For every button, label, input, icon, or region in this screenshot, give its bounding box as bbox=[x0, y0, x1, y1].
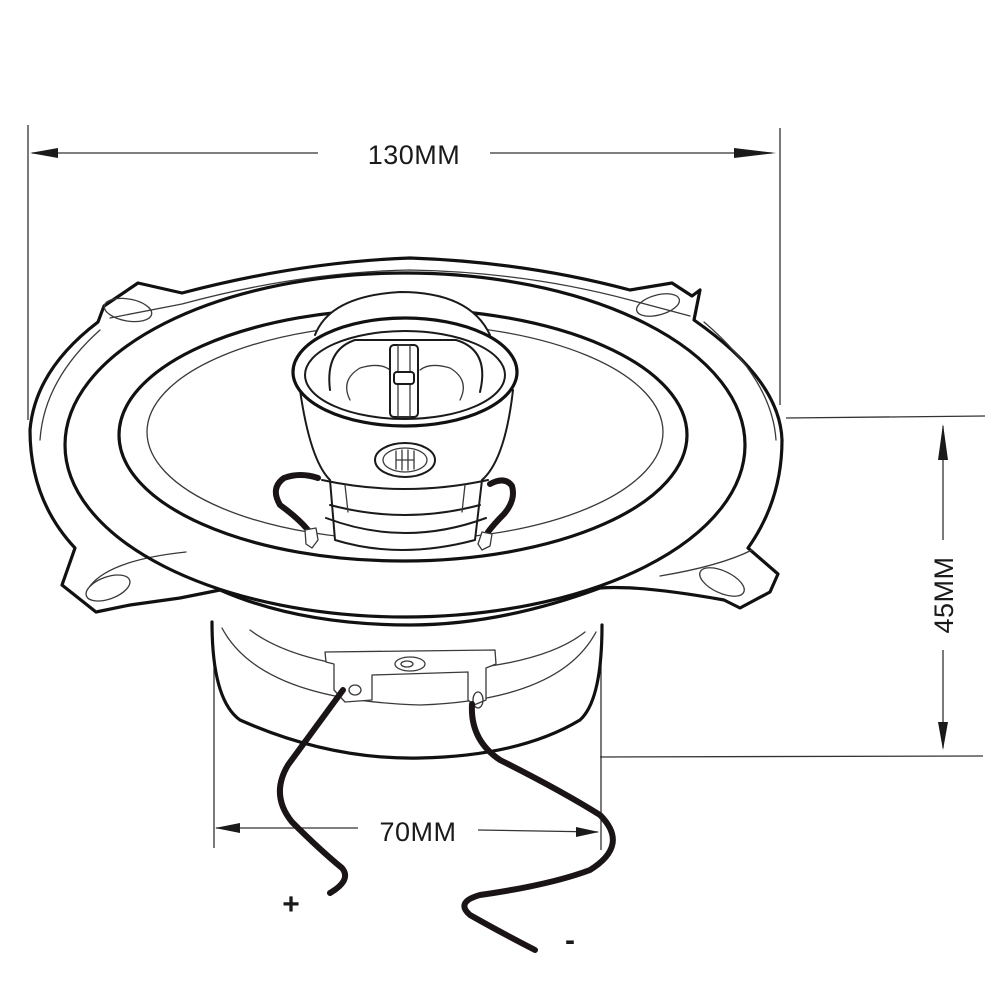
magnet-diameter-label: 70MM bbox=[379, 817, 456, 847]
dimension-130mm: 130MM bbox=[27, 125, 781, 420]
arrow-right-icon bbox=[734, 148, 776, 158]
mount-slot-top-right bbox=[635, 293, 681, 317]
magnet-assembly bbox=[210, 620, 604, 760]
magnet-ring-line bbox=[221, 627, 597, 706]
negative-lead-wire bbox=[461, 701, 616, 953]
dimension-70mm: 70MM bbox=[213, 640, 602, 850]
gasket-ring-outer bbox=[63, 271, 747, 619]
magnet-body bbox=[210, 620, 604, 760]
speaker-leads: + - bbox=[276, 687, 616, 957]
arrow-left-icon bbox=[215, 823, 240, 833]
tweeter-dome-right-lobe bbox=[419, 364, 464, 401]
mount-slot-bottom-left bbox=[85, 574, 131, 602]
terminal-plate bbox=[324, 649, 497, 706]
frame-top-lip bbox=[109, 269, 691, 319]
mount-slot-bottom-right bbox=[699, 567, 745, 597]
tweeter-base-edge-right bbox=[461, 484, 466, 513]
tweeter-wire-left-tip bbox=[304, 527, 319, 549]
tweeter-base-ring-3 bbox=[325, 517, 487, 534]
extension-line-bottom bbox=[599, 755, 984, 758]
frame-bottom-left-lip bbox=[89, 551, 187, 587]
mount-slot-top-left bbox=[103, 297, 153, 323]
tweeter-wire-right bbox=[485, 477, 516, 535]
positive-terminal-label: + bbox=[282, 888, 300, 921]
arrow-down-icon bbox=[938, 722, 948, 750]
frame-bottom-right-lip bbox=[659, 549, 753, 577]
arrow-left-icon bbox=[30, 148, 58, 158]
tweeter-wire-left bbox=[272, 472, 321, 533]
tweeter-base-edge-left bbox=[344, 484, 349, 513]
tweeter-dome-outline bbox=[328, 339, 484, 393]
arrow-up-icon bbox=[938, 424, 948, 460]
tweeter-cup-inner bbox=[304, 330, 506, 420]
tweeter-phase-plug-knot bbox=[393, 371, 415, 385]
tweeter-dome-left-lobe bbox=[346, 364, 391, 401]
tweeter-wire-right-tip bbox=[477, 531, 493, 551]
terminal-rivet-inner bbox=[400, 660, 414, 668]
tweeter-base-ring-1 bbox=[321, 479, 489, 490]
positive-lead-wire bbox=[276, 687, 348, 896]
extension-line-top bbox=[785, 415, 986, 419]
frame-left-lip bbox=[39, 329, 101, 441]
width-label: 130MM bbox=[368, 140, 461, 170]
negative-terminal-label: - bbox=[565, 924, 575, 957]
height-label: 45MM bbox=[929, 556, 959, 633]
crossover-badge-inner bbox=[382, 447, 428, 473]
frame-right-lip bbox=[703, 321, 777, 441]
terminal-hole-negative bbox=[472, 691, 484, 709]
arrow-right-icon bbox=[576, 827, 599, 837]
dimension-45mm: 45MM bbox=[599, 415, 986, 758]
terminal-hole-positive bbox=[348, 684, 362, 696]
tweeter-lead-wires bbox=[272, 472, 516, 551]
terminal-rivet bbox=[394, 656, 426, 672]
tweeter-assembly bbox=[291, 291, 519, 551]
